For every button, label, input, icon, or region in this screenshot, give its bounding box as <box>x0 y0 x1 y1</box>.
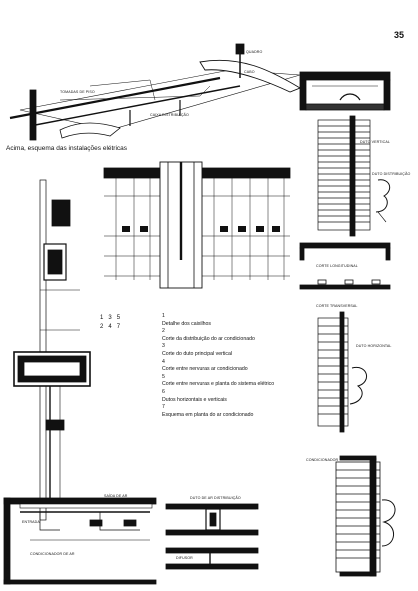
caption-electrical-scheme: Acima, esquema das instalações elétricas <box>6 145 128 152</box>
label-difusor: DIFUSOR <box>176 556 193 560</box>
electrical-perspective-drawing <box>9 43 302 141</box>
legend-text: Esquema em planta do ar condicionado <box>162 411 254 418</box>
label-duto-distribuicao: DUTO DISTRIBUIÇÃO <box>372 172 411 176</box>
right-lower-ac-plan <box>335 455 396 577</box>
label-cabo: CABO <box>244 70 255 74</box>
window-detail-section <box>13 179 91 521</box>
ac-distribution-section <box>3 497 157 585</box>
legend-text: Corte entre nervuras e planta do sistema… <box>162 381 275 388</box>
key-cell: 1 <box>100 315 104 321</box>
top-right-section <box>299 71 391 111</box>
label-condicionador: CONDICIONADOR <box>306 458 339 462</box>
label-condicionador-ar: CONDICIONADOR DE AR <box>30 552 75 556</box>
key-grid: 1 3 5 2 4 7 <box>100 314 125 332</box>
key-cell: 2 <box>100 324 104 330</box>
curtain-wall-elevation <box>103 161 291 289</box>
label-duto-ar-retorno: DUTO DE AR RETORNO <box>6 539 10 580</box>
rib-section <box>165 503 259 570</box>
page-number: 35 <box>393 30 404 40</box>
legend-num: 5 <box>162 373 165 380</box>
figure-legend: 1 Detalhe dos caixilhos 2 Corte da distr… <box>162 313 312 419</box>
label-saida-ar: SAÍDA DE AR <box>104 494 128 498</box>
legend-text: Corte da distribuição do ar condicionado <box>162 335 255 342</box>
key-cell: 4 <box>108 324 112 330</box>
key-cell: 3 <box>108 315 112 321</box>
label-quadro: QUADRO <box>246 50 263 54</box>
legend-text: Dutos horizontais e verticais <box>162 396 227 403</box>
label-duto-vertical: DUTO VERTICAL <box>360 140 390 144</box>
label-corte-transversal: CORTE TRANSVERSAL <box>316 304 358 308</box>
right-small-sections <box>299 242 391 290</box>
right-upper-plan <box>317 115 391 237</box>
legend-num: 1 <box>162 313 165 319</box>
label-duto-ar-distribuicao: DUTO DE AR DISTRIBUIÇÃO <box>190 496 241 500</box>
label-caixa-distribuicao: CAIXA DISTRIBUIÇÃO <box>150 113 189 117</box>
label-duto-horizontal: DUTO HORIZONTAL <box>356 344 392 348</box>
legend-num: 4 <box>162 358 165 365</box>
label-entrada: ENTRADA <box>22 520 40 524</box>
right-middle-plan <box>317 311 367 433</box>
legend-num: 2 <box>162 328 165 335</box>
label-corte-longitudinal: CORTE LONGITUDINAL <box>316 264 358 268</box>
legend-num: 6 <box>162 388 165 395</box>
legend-text: Corte do duto principal vertical <box>162 350 233 357</box>
label-tomadas-piso: TOMADAS DE PISO <box>60 90 95 94</box>
legend-num: 3 <box>162 343 165 350</box>
legend-text: Detalhe dos caixilhos <box>162 320 212 327</box>
legend-num: 7 <box>162 404 165 411</box>
key-cell: 5 <box>116 315 121 321</box>
key-cell: 7 <box>116 324 121 330</box>
legend-text: Corte entre nervuras ar condicionado <box>162 366 248 373</box>
